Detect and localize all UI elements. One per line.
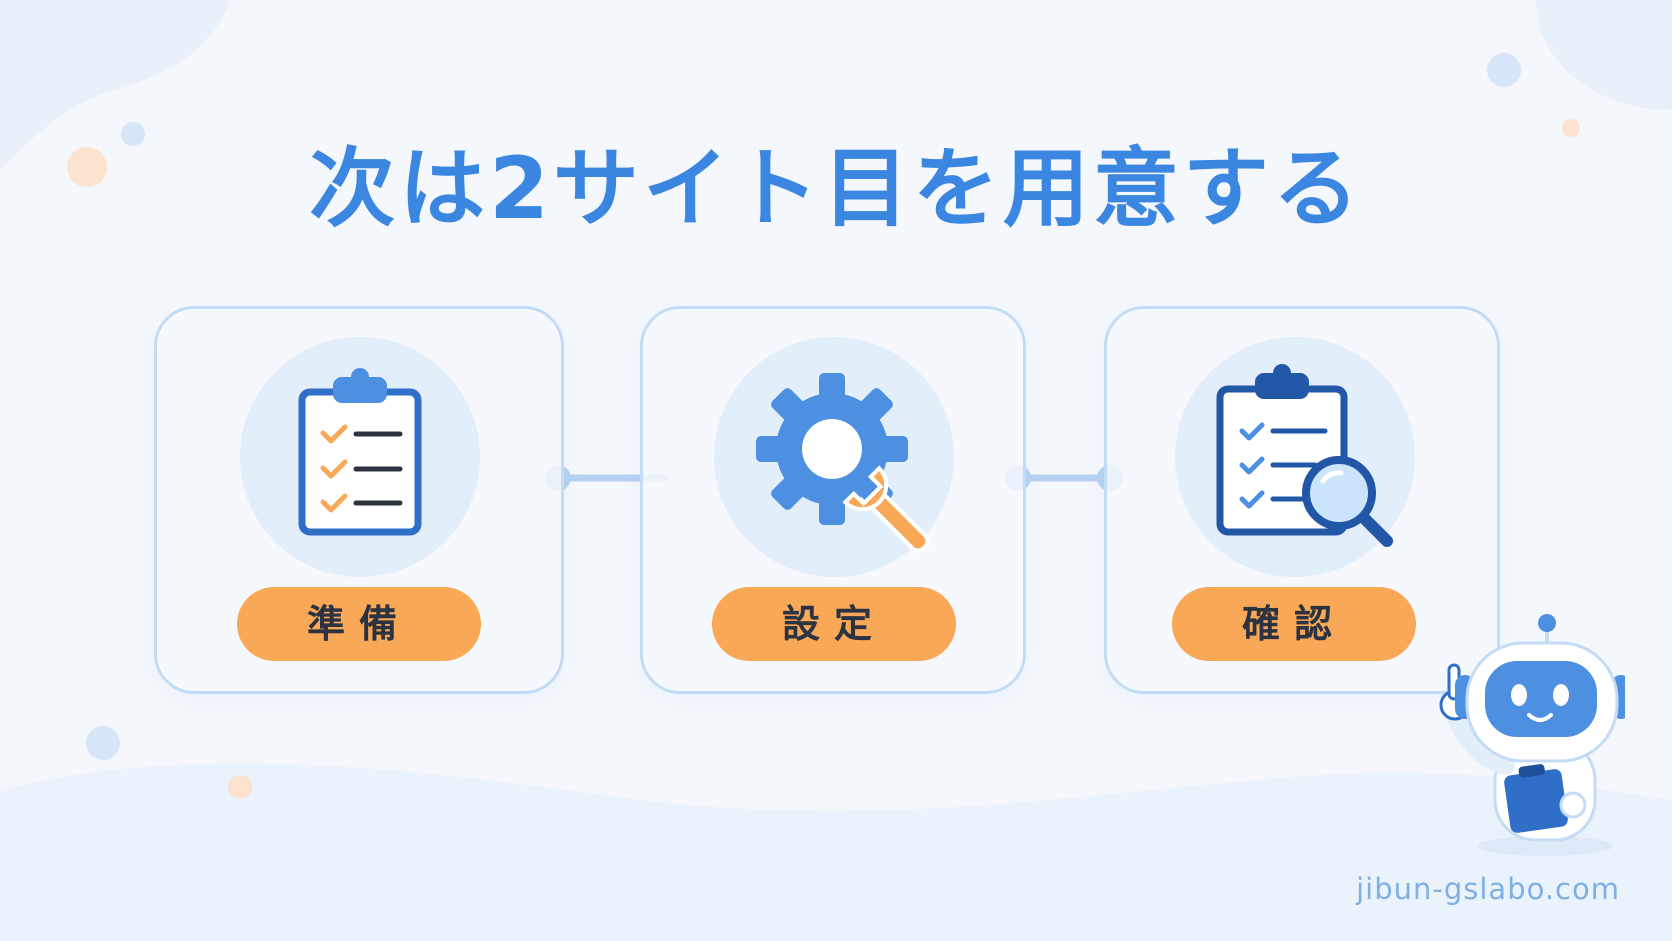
step-card-prepare: 準備 bbox=[154, 306, 564, 694]
icon-circle bbox=[714, 337, 954, 577]
icon-circle bbox=[1175, 337, 1415, 577]
gear-wrench-icon bbox=[756, 373, 930, 553]
robot-mascot bbox=[1439, 614, 1625, 856]
checklist-clipboard-icon bbox=[298, 368, 422, 536]
icon-circle bbox=[240, 337, 480, 577]
clipboard-magnifier-icon bbox=[1216, 364, 1393, 547]
step-card-confirm: 確認 bbox=[1104, 306, 1500, 694]
step-label-prepare: 準備 bbox=[237, 587, 481, 661]
page-title: 次は2サイト目を用意する bbox=[309, 139, 1363, 239]
step-card-configure: 設定 bbox=[640, 306, 1026, 694]
step-label-configure: 設定 bbox=[712, 587, 956, 661]
step-label-confirm: 確認 bbox=[1172, 587, 1416, 661]
site-url: jibun-gslabo.com bbox=[1356, 872, 1620, 906]
